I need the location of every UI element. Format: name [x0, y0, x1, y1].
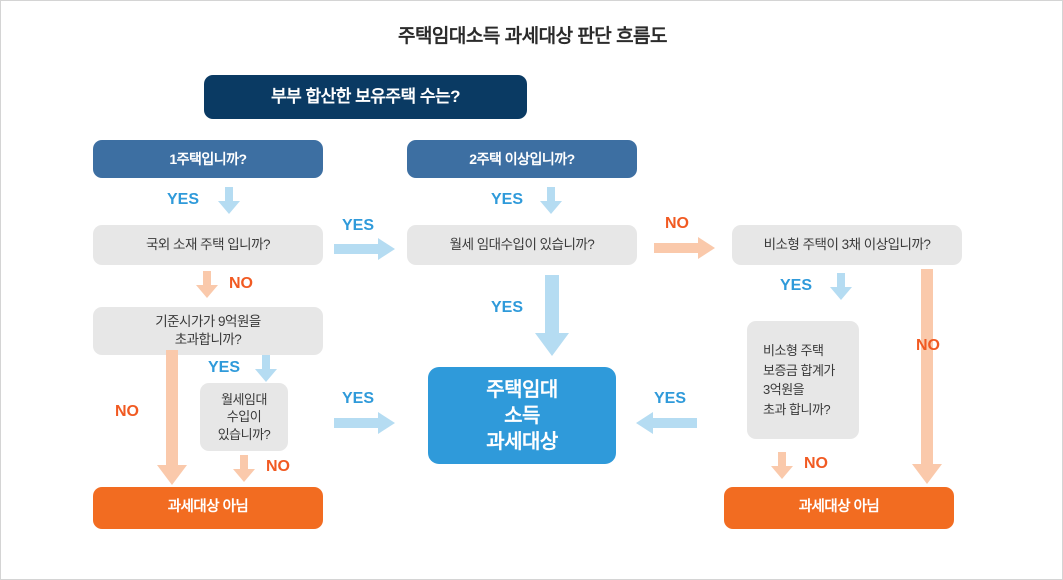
node-result-taxable-line3: 과세대상	[486, 430, 558, 453]
arrow-down-yes-nonsmall	[829, 273, 853, 301]
node-result-taxable-line2: 소득	[504, 404, 540, 427]
node-one-house-label: 1주택입니까?	[169, 150, 247, 167]
node-deposit-line1: 비소형 주택	[763, 343, 824, 358]
label-yes-nonsmall: YES	[780, 277, 813, 294]
arrow-down-long-no-nonsmall	[911, 269, 943, 485]
label-yes-two-house: YES	[491, 191, 524, 208]
node-monthly-rent-mid-label: 월세 임대수입이 있습니까?	[449, 236, 595, 252]
node-root-label: 부부 합산한 보유주택 수는?	[270, 86, 461, 106]
node-root-question[interactable]: 부부 합산한 보유주택 수는?	[204, 75, 527, 119]
node-two-house-label: 2주택 이상입니까?	[469, 150, 575, 167]
node-monthly-rent-left-line2: 수입이	[226, 409, 262, 425]
node-deposit-question[interactable]: 비소형 주택 보증금 합계가 3억원을 초과 합니까?	[747, 321, 859, 439]
node-result-not-taxable-left-label: 과세대상 아님	[167, 499, 249, 516]
node-deposit-line2: 보증금 합계가	[763, 362, 835, 378]
arrow-down-no-deposit	[770, 452, 794, 480]
arrow-down-no-monthly-rent-left	[232, 455, 256, 483]
label-yes-left-to-center-top: YES	[342, 217, 375, 234]
arrow-down-long-no-price	[156, 350, 188, 486]
node-deposit-line3: 3억원을	[763, 382, 805, 397]
arrow-left-yes-deposit-to-center	[635, 411, 697, 435]
node-one-house-question[interactable]: 1주택입니까?	[93, 140, 323, 178]
label-yes-deposit-to-center: YES	[654, 390, 687, 407]
label-yes-monthly-rent-mid: YES	[491, 299, 524, 316]
label-no-price-long: NO	[115, 403, 139, 420]
arrow-down-yes-price	[254, 355, 278, 383]
label-yes-left-to-center-bottom: YES	[342, 390, 375, 407]
node-deposit-line4: 초과 합니까?	[763, 401, 831, 417]
arrow-down-yes-monthly-rent-mid	[534, 275, 570, 357]
node-price-over-900m-question[interactable]: 기준시가가 9억원을 초과합니까?	[93, 307, 323, 355]
node-nonsmall-three-label: 비소형 주택이 3채 이상입니까?	[763, 236, 931, 252]
node-price-line2: 초과합니까?	[174, 332, 242, 347]
node-result-not-taxable-left[interactable]: 과세대상 아님	[93, 487, 323, 529]
arrow-right-yes-left-to-center-top	[334, 237, 396, 261]
arrow-down-yes-one-house	[217, 187, 241, 215]
label-no-deposit: NO	[804, 455, 828, 472]
arrow-down-no-overseas	[195, 271, 219, 299]
node-monthly-rent-left-line3: 있습니까?	[217, 426, 271, 442]
arrow-down-yes-two-house	[539, 187, 563, 215]
node-monthly-rent-left-line1: 월세임대	[221, 391, 267, 407]
node-overseas-label: 국외 소재 주택 입니까?	[145, 236, 271, 252]
node-monthly-rent-mid-question[interactable]: 월세 임대수입이 있습니까?	[407, 225, 637, 265]
label-no-monthly-rent-mid: NO	[665, 215, 689, 232]
node-result-not-taxable-right[interactable]: 과세대상 아님	[724, 487, 954, 529]
arrow-right-yes-left-to-center-bottom	[334, 411, 396, 435]
label-no-monthly-rent-left: NO	[266, 458, 290, 475]
label-yes-price: YES	[208, 359, 241, 376]
node-result-not-taxable-right-label: 과세대상 아님	[798, 499, 880, 516]
label-yes-one-house: YES	[167, 191, 200, 208]
page-title: 주택임대소득 과세대상 판단 흐름도	[397, 26, 668, 47]
node-monthly-rent-left-question[interactable]: 월세임대 수입이 있습니까?	[200, 383, 288, 451]
node-result-taxable-line1: 주택임대	[486, 378, 558, 401]
label-no-nonsmall-long: NO	[916, 337, 940, 354]
node-two-house-question[interactable]: 2주택 이상입니까?	[407, 140, 637, 178]
node-price-line1: 기준시가가 9억원을	[155, 313, 261, 329]
node-result-taxable[interactable]: 주택임대 소득 과세대상	[428, 367, 616, 464]
label-no-overseas: NO	[229, 275, 253, 292]
node-overseas-question[interactable]: 국외 소재 주택 입니까?	[93, 225, 323, 265]
node-nonsmall-three-question[interactable]: 비소형 주택이 3채 이상입니까?	[732, 225, 962, 265]
arrow-right-no-to-nonsmall	[654, 236, 716, 260]
